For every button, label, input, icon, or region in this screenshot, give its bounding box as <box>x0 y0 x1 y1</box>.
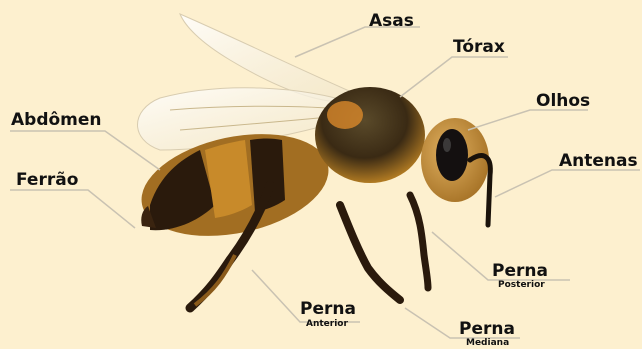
label-olhos: Olhos <box>536 93 590 110</box>
label-perna-mediana-sub: Mediana <box>466 339 509 348</box>
label-perna-posterior-sub: Posterior <box>498 281 545 290</box>
hind-leg <box>410 195 428 288</box>
bee-thorax <box>315 87 425 183</box>
label-torax: Tórax <box>453 39 505 56</box>
bee-eye <box>436 129 468 181</box>
label-perna-posterior: Perna <box>492 263 548 280</box>
label-perna-mediana: Perna <box>459 321 515 338</box>
label-asas: Asas <box>369 13 414 30</box>
label-abdomen: Abdômen <box>11 112 102 129</box>
middle-leg <box>340 205 400 300</box>
label-perna-anterior-sub: Anterior <box>306 320 348 329</box>
label-ferrao: Ferrão <box>16 172 78 189</box>
label-antenas: Antenas <box>559 153 638 170</box>
label-perna-anterior: Perna <box>300 301 356 318</box>
